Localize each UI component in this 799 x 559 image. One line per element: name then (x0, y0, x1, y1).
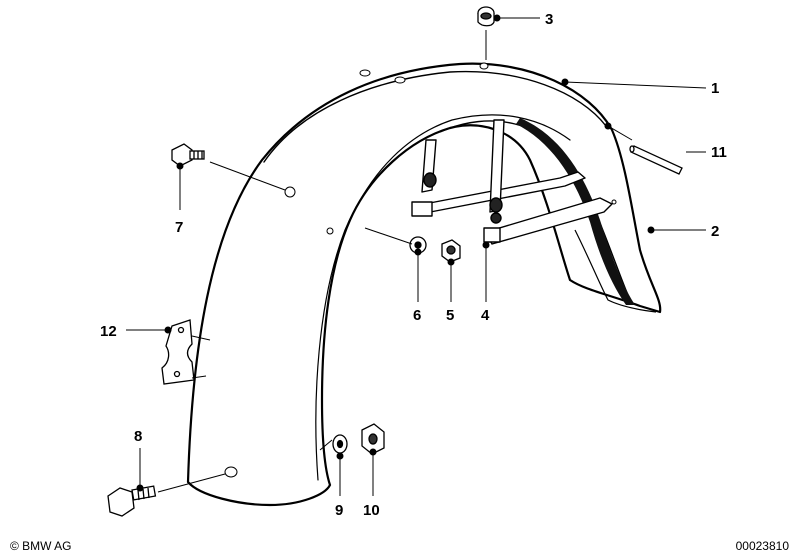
fender (186, 62, 662, 507)
callout-9: 9 (335, 502, 343, 519)
callout-4: 4 (481, 307, 490, 324)
copyright-label: © BMW AG (10, 539, 72, 553)
fender-rim (263, 70, 607, 163)
nut-part-5 (441, 239, 461, 263)
callout-2: 2 (711, 223, 719, 240)
pin-part-11 (629, 145, 683, 175)
callout-7: 7 (175, 219, 183, 236)
callout-6: 6 (413, 307, 421, 324)
callout-3: 3 (545, 11, 553, 28)
clamp-part-12 (161, 319, 195, 385)
fender-crease (315, 114, 571, 481)
bolt-part-7 (171, 143, 205, 167)
fender-outline (186, 62, 662, 507)
bolt-part-8 (107, 485, 157, 517)
rear-fender-edge (574, 229, 657, 313)
rear-fender-dark-band (516, 118, 635, 305)
stay-bolt-1 (423, 172, 437, 188)
callout-8: 8 (134, 428, 142, 445)
stay-bolt-2 (489, 197, 503, 213)
document-number: 00023810 (735, 539, 789, 553)
stay-bracket-center (483, 227, 501, 243)
rear-fender-section (439, 118, 657, 313)
leader-lines (126, 14, 707, 496)
callout-10: 10 (363, 502, 380, 519)
callout-12: 12 (100, 323, 117, 340)
callout-11: 11 (711, 144, 727, 161)
stay-bracket-left (411, 201, 433, 217)
callouts: 1 2 3 4 5 6 7 8 9 10 11 12 (100, 11, 727, 519)
plug-part-3 (477, 6, 495, 27)
nut-part-10 (361, 423, 385, 455)
washer-part-9 (332, 434, 348, 454)
callout-5: 5 (446, 307, 454, 324)
fender-holes (224, 62, 617, 478)
callout-1: 1 (711, 80, 719, 97)
stay-bolt-3 (490, 212, 502, 224)
fender-stays (411, 119, 613, 245)
